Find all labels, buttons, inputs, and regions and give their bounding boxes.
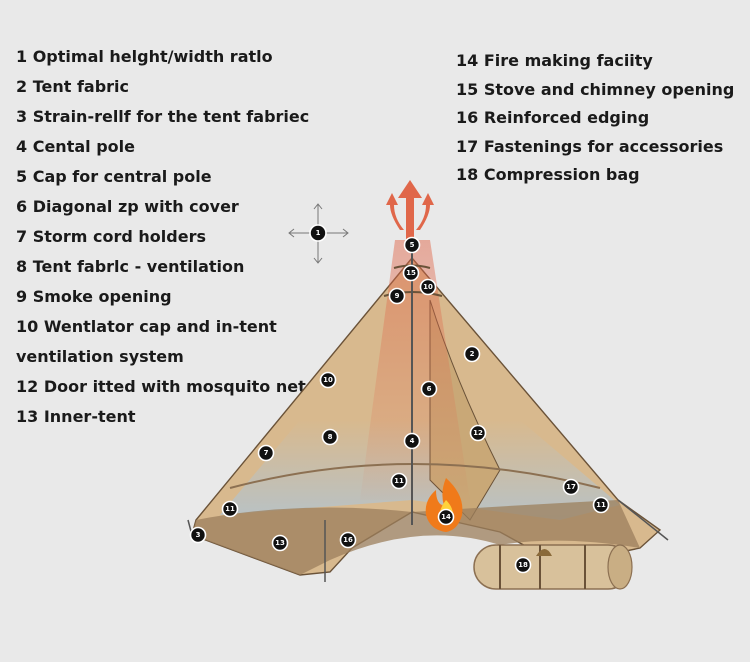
guy-line [617, 499, 669, 541]
marker-14: 14 [437, 508, 455, 526]
mid-band [229, 463, 601, 489]
marker-1: 1 [309, 224, 327, 242]
svg-text:5: 5 [410, 241, 415, 249]
marker-18: 18 [514, 556, 532, 574]
marker-10: 10 [419, 278, 437, 296]
marker-6: 6 [420, 380, 438, 398]
marker-11: 11 [390, 472, 408, 490]
svg-text:14: 14 [441, 513, 451, 521]
svg-text:11: 11 [394, 477, 404, 485]
feature-list-left: 1 Optimal helght/width ratlo 2 Tent fabr… [16, 42, 309, 432]
label-item: 1 Optimal helght/width ratlo [16, 47, 273, 66]
label-item: 6 Diagonal zp with cover [16, 197, 239, 216]
svg-text:2: 2 [470, 350, 475, 358]
marker-15: 15 [402, 264, 420, 282]
svg-text:11: 11 [225, 505, 235, 513]
label-item: 4 Cental pole [16, 137, 135, 156]
label-item: ventilation system [16, 347, 184, 366]
label-item: 18 Compression bag [456, 165, 640, 184]
svg-text:11: 11 [596, 501, 606, 509]
svg-text:17: 17 [566, 483, 576, 491]
label-item: 17 Fastenings for accessories [456, 136, 724, 156]
label-item: 2 Tent fabric [16, 77, 130, 96]
marker-3: 3 [189, 526, 207, 544]
label-item: 5 Cap for central pole [16, 167, 212, 186]
label-item: 12 Door itted with mosquito net [16, 377, 306, 396]
svg-text:3: 3 [196, 531, 201, 539]
label-item: 13 Inner-tent [16, 407, 136, 426]
svg-text:7: 7 [264, 449, 269, 457]
svg-text:4: 4 [410, 437, 415, 445]
smoke-flow [360, 240, 470, 500]
svg-text:16: 16 [343, 536, 353, 544]
svg-text:13: 13 [275, 539, 285, 547]
marker-10: 10 [319, 371, 337, 389]
feature-list-right: 14 Fire making faciity 15 Stove and chim… [456, 47, 734, 190]
svg-text:10: 10 [323, 376, 333, 384]
smoke-arrows-icon [386, 180, 434, 250]
marker-4: 4 [403, 432, 421, 450]
label-item: 15 Stove and chimney opening [456, 79, 735, 99]
svg-text:1: 1 [316, 229, 321, 237]
label-item: 10 Wentlator cap and in-tent [16, 317, 277, 336]
svg-text:15: 15 [406, 269, 416, 277]
label-item: 8 Tent fabrlc - ventilation [16, 257, 245, 276]
marker-13: 13 [271, 534, 289, 552]
marker-5: 5 [403, 236, 421, 254]
label-item: 16 Reinforced edging [456, 108, 650, 127]
marker-9: 9 [388, 287, 406, 305]
svg-text:18: 18 [518, 561, 528, 569]
marker-2: 2 [463, 345, 481, 363]
svg-text:9: 9 [395, 292, 400, 300]
label-item: 9 Smoke opening [16, 287, 172, 306]
label-item: 3 Strain-rellf for the tent fabriec [16, 107, 310, 126]
svg-text:12: 12 [473, 429, 483, 437]
marker-16: 16 [339, 531, 357, 549]
svg-text:10: 10 [423, 283, 433, 291]
marker-12: 12 [469, 424, 487, 442]
reinforced-edging [192, 500, 640, 575]
marker-11: 11 [592, 496, 610, 514]
label-item: 7 Storm cord holders [16, 227, 206, 246]
svg-text:6: 6 [427, 385, 432, 393]
marker-17: 17 [562, 478, 580, 496]
compression-bag-image [473, 544, 633, 590]
marker-7: 7 [257, 444, 275, 462]
svg-text:8: 8 [328, 433, 333, 441]
label-item: 14 Fire making faciity [456, 51, 653, 70]
marker-11: 11 [221, 500, 239, 518]
marker-8: 8 [321, 428, 339, 446]
